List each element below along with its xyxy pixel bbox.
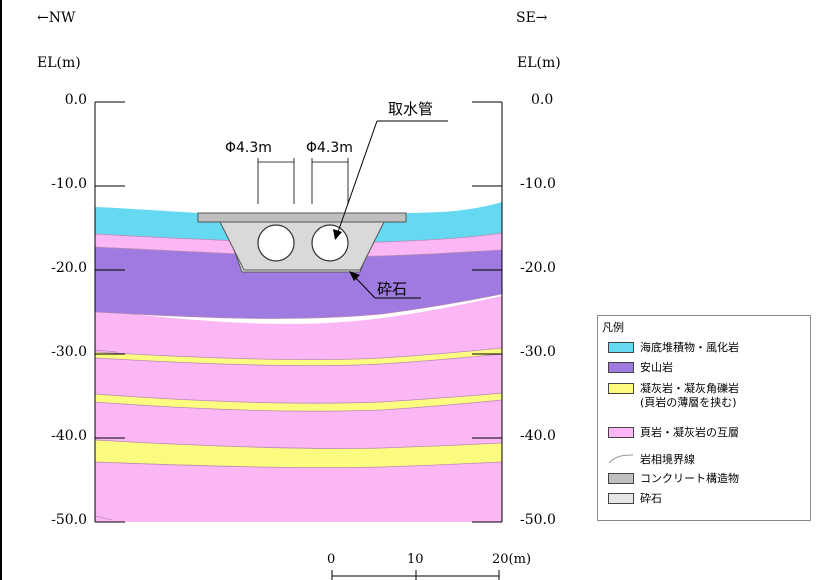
layer-tuff-3	[95, 440, 502, 468]
left-tick-20: -20.0	[51, 260, 87, 276]
scale-label-20: 20(m)	[492, 552, 531, 567]
layer-tuff-1	[95, 348, 502, 366]
legend: 凡例 海底堆積物・風化岩 安山岩 凝灰岩・凝灰角礫岩 (頁岩の薄層を挟む) 頁岩…	[597, 315, 811, 521]
legend-text-concrete: コンクリート構造物	[640, 472, 739, 485]
direction-se: SE→	[516, 10, 548, 26]
intake-pipe-2	[311, 224, 349, 262]
legend-title: 凡例	[602, 321, 624, 334]
legend-swatch-concrete	[608, 473, 634, 484]
intake-structure	[197, 212, 407, 273]
left-tick-10: -10.0	[51, 176, 87, 192]
intake-pipe-label: 取水管	[388, 100, 434, 118]
legend-tuff-texts: 凝灰岩・凝灰角礫岩 (頁岩の薄層を挟む)	[640, 382, 739, 410]
legend-item-shale: 頁岩・凝灰岩の互層	[608, 426, 739, 440]
left-axis-title: EL(m)	[37, 55, 81, 71]
left-tick-50: -50.0	[51, 512, 87, 528]
right-tick-50: -50.0	[520, 512, 556, 528]
legend-text-boundary: 岩相境界線	[640, 453, 695, 466]
legend-subtext-tuff: (頁岩の薄層を挟む)	[640, 396, 737, 409]
legend-item-concrete: コンクリート構造物	[608, 472, 739, 486]
right-tick-40: -40.0	[520, 428, 556, 444]
legend-swatch-shale	[608, 427, 634, 438]
legend-item-tuff: 凝灰岩・凝灰角礫岩 (頁岩の薄層を挟む)	[608, 382, 739, 410]
crushed-stone-label: 砕石	[377, 280, 408, 298]
intake-pipe-1	[257, 224, 295, 262]
layer-tuff-2	[95, 393, 502, 412]
scale-label-10: 10	[407, 552, 424, 567]
scale-unit: (m)	[508, 552, 532, 567]
legend-swatch-gravel	[608, 493, 634, 504]
legend-swatch-tuff	[608, 383, 634, 394]
legend-swatch-boundary	[608, 454, 634, 464]
left-tick-30: -30.0	[51, 344, 87, 360]
legend-swatch-seabed	[608, 342, 634, 353]
scale-label-20-value: 20	[492, 552, 509, 567]
scale-bar	[331, 570, 500, 580]
legend-text-tuff: 凝灰岩・凝灰角礫岩	[640, 382, 739, 395]
legend-text-gravel: 砕石	[640, 492, 662, 505]
right-tick-20: -20.0	[520, 260, 556, 276]
axes	[94, 101, 503, 523]
legend-item-seabed: 海底堆積物・風化岩	[608, 341, 739, 355]
right-tick-30: -30.0	[520, 344, 556, 360]
scale-label-0: 0	[327, 552, 336, 567]
right-tick-0: 0.0	[531, 92, 554, 108]
legend-text-andesite: 安山岩	[640, 361, 673, 374]
legend-text-seabed: 海底堆積物・風化岩	[640, 341, 739, 354]
legend-item-boundary: 岩相境界線	[608, 453, 695, 467]
direction-nw: ←NW	[37, 10, 76, 26]
concrete-slab	[197, 212, 407, 223]
layer-andesite	[95, 247, 502, 319]
left-tick-40: -40.0	[51, 428, 87, 444]
legend-text-shale: 頁岩・凝灰岩の互層	[640, 426, 739, 439]
right-axis-title: EL(m)	[517, 55, 561, 71]
right-tick-10: -10.0	[520, 176, 556, 192]
pipe-diameter-2: Φ4.3m	[306, 140, 353, 156]
left-tick-0: 0.0	[64, 92, 87, 108]
pipe-diameter-1: Φ4.3m	[225, 140, 272, 156]
gravel-leader	[349, 271, 421, 299]
legend-item-gravel: 砕石	[608, 492, 662, 506]
concrete-box	[219, 221, 385, 271]
legend-item-andesite: 安山岩	[608, 361, 673, 375]
dimension-lines	[257, 158, 349, 204]
legend-swatch-andesite	[608, 362, 634, 373]
pipe-leader	[333, 120, 448, 240]
